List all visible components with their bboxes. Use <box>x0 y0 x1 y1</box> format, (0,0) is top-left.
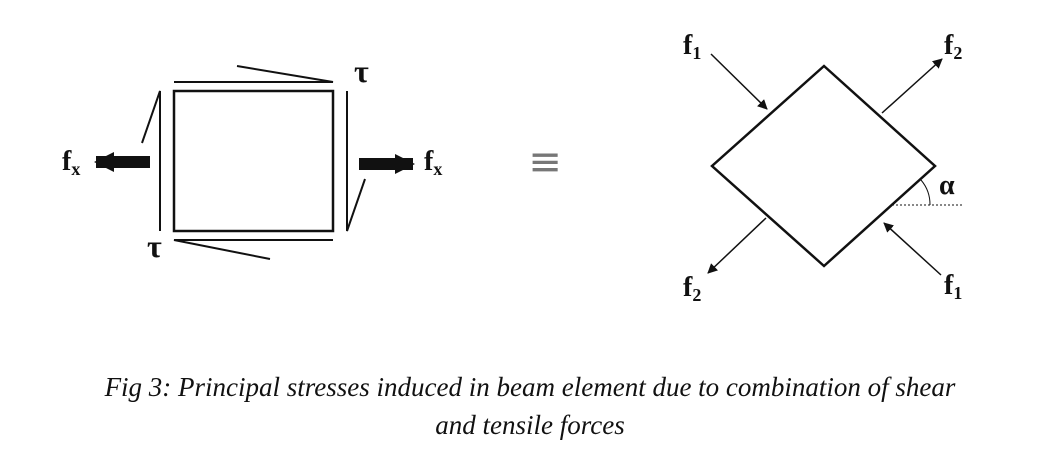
f1-arrow-bottom <box>883 222 942 276</box>
f2-arrow-top <box>881 58 943 114</box>
f2-label-top: f2 <box>944 30 962 63</box>
figure-caption-line-1: Fig 3: Principal stresses induced in bea… <box>104 372 956 402</box>
shear-arrow-top <box>174 65 334 83</box>
left-stress-element: τ τ fx fx <box>62 53 442 264</box>
rotated-square-element <box>710 64 937 268</box>
angle-label: α <box>939 170 955 201</box>
angle-arc <box>920 179 931 206</box>
shear-label-top: τ <box>354 53 369 89</box>
f1-label-top: f1 <box>683 30 701 63</box>
force-label-left: fx <box>62 146 80 179</box>
shear-arrow-right <box>346 91 366 232</box>
f2-label-bottom: f2 <box>683 272 701 305</box>
square-element <box>172 89 335 233</box>
force-label-right: fx <box>424 146 442 179</box>
shear-arrow-bottom <box>173 239 333 260</box>
f1-arrow-top <box>710 53 768 110</box>
shear-label-bottom: τ <box>147 228 162 264</box>
shear-arrow-left <box>141 90 161 231</box>
figure-caption-line-2: and tensile forces <box>435 410 625 440</box>
f2-arrow-bottom <box>707 217 767 274</box>
right-stress-element: f1 f2 f2 f1 α <box>683 30 963 305</box>
equivalence-symbol: ≡ <box>528 139 562 185</box>
f1-label-bottom: f1 <box>944 270 962 303</box>
